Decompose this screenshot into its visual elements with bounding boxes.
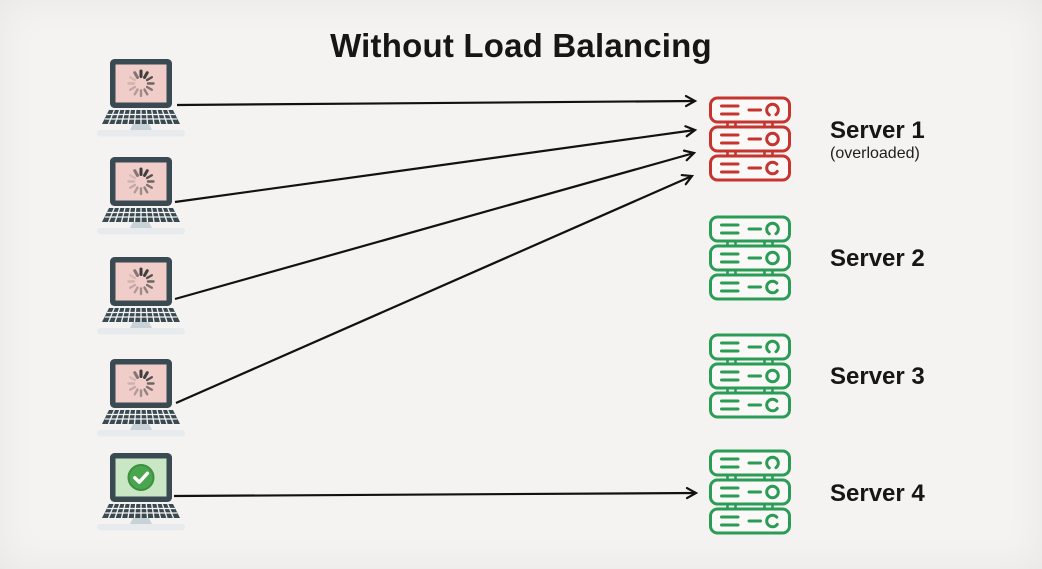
connection-arrow-4 bbox=[175, 173, 695, 405]
connection-arrow-5 bbox=[173, 486, 699, 500]
laptop-loading-icon bbox=[95, 156, 187, 236]
laptop-loading-icon bbox=[95, 358, 187, 438]
server-2-name: Server 2 bbox=[830, 245, 925, 272]
connection-arrow-1 bbox=[176, 94, 698, 108]
connection-arrow-2 bbox=[174, 125, 698, 204]
diagram-title: Without Load Balancing bbox=[330, 27, 712, 64]
client-laptop-4 bbox=[95, 358, 187, 438]
server-1-label: Server 1 (overloaded) bbox=[830, 118, 1030, 164]
client-laptop-3 bbox=[95, 256, 187, 336]
server-4-rack-icon bbox=[708, 448, 792, 536]
server-2-label: Server 2 bbox=[830, 246, 1030, 272]
server-1-rack-icon bbox=[708, 95, 792, 183]
client-laptop-5 bbox=[95, 452, 187, 532]
laptop-loading-icon bbox=[95, 58, 187, 138]
server-3-label: Server 3 bbox=[830, 364, 1030, 390]
server-4-label: Server 4 bbox=[830, 481, 1030, 507]
server-3-name: Server 3 bbox=[830, 363, 925, 390]
laptop-loading-icon bbox=[95, 256, 187, 336]
connection-arrow-3 bbox=[174, 149, 697, 301]
server-2-rack-icon bbox=[708, 214, 792, 302]
server-3-rack-icon bbox=[708, 332, 792, 420]
client-laptop-2 bbox=[95, 156, 187, 236]
server-1-note: (overloaded) bbox=[830, 145, 920, 162]
server-1-name: Server 1 bbox=[830, 117, 925, 144]
server-4-name: Server 4 bbox=[830, 480, 925, 507]
laptop-check-icon bbox=[95, 452, 187, 532]
client-laptop-1 bbox=[95, 58, 187, 138]
